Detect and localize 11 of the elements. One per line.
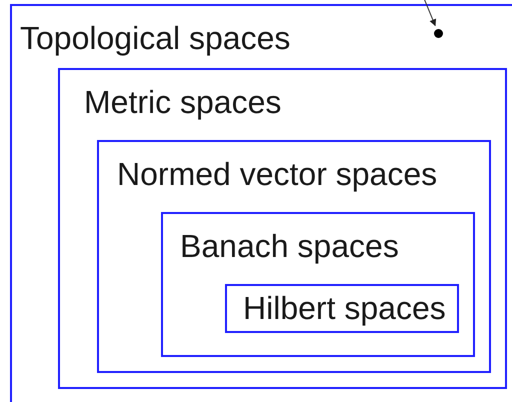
- set-label: Topological spaces: [20, 22, 290, 54]
- arrow: [422, 0, 436, 26]
- set-label: Normed vector spaces: [117, 158, 438, 190]
- set-box: [10, 4, 512, 402]
- set-box: [58, 68, 507, 389]
- set-box: [97, 140, 491, 373]
- set-label: Metric spaces: [84, 86, 282, 118]
- set-box: [161, 212, 475, 357]
- set-label: Hilbert spaces: [243, 292, 446, 324]
- set-label: Banach spaces: [180, 230, 399, 262]
- set-box: [225, 284, 459, 333]
